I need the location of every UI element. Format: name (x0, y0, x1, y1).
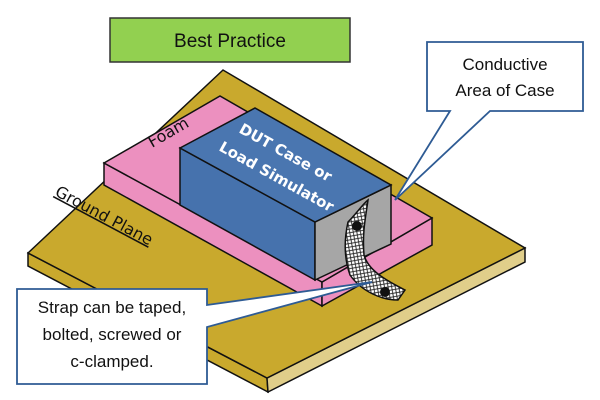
strap-callout-line3: c-clamped. (70, 352, 153, 371)
bolt-icon (380, 287, 390, 297)
conductive-callout-line2: Area of Case (455, 81, 554, 100)
conductive-callout-line1: Conductive (462, 55, 547, 74)
title-box: Best Practice (109, 17, 351, 63)
conductive-area-callout: Conductive Area of Case (394, 41, 584, 201)
bolt-icon (352, 221, 362, 231)
strap-callout-line2: bolted, screwed or (43, 325, 182, 344)
ground-strap (344, 198, 407, 301)
strap-callout: Strap can be taped, bolted, screwed or c… (16, 281, 373, 385)
title-text: Best Practice (174, 31, 286, 52)
strap-callout-line1: Strap can be taped, (38, 298, 186, 317)
